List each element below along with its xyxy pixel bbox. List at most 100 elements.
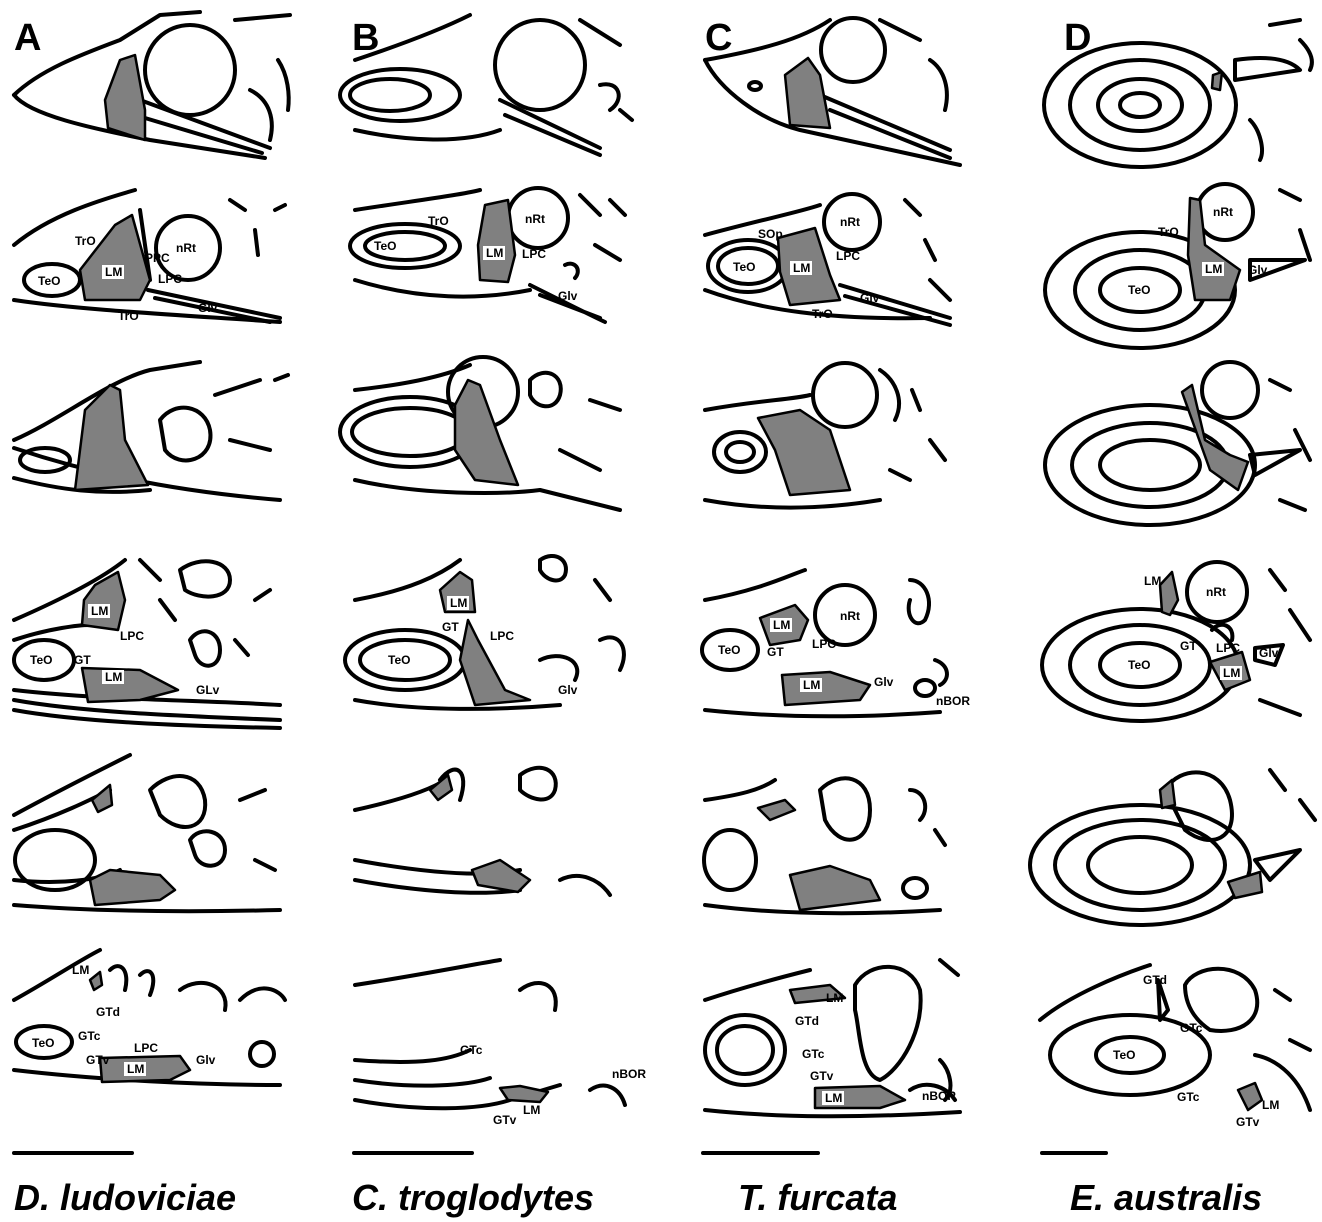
label-a6-lm-top: LM	[72, 963, 89, 977]
section-c-1	[705, 18, 960, 165]
label-a2-tro2: TrO	[118, 309, 139, 323]
label-a4-glv: GLv	[196, 683, 220, 697]
label-a6-gtv: GTv	[86, 1053, 110, 1067]
label-c4-gt: GT	[767, 645, 784, 659]
label-c6-gtv: GTv	[810, 1069, 834, 1083]
label-d6-gtd: GTd	[1143, 973, 1167, 987]
label-c2-tro: TrO	[812, 307, 833, 321]
label-b6-lm: LM	[523, 1103, 540, 1117]
section-d-6: GTd GTc TeO GTc LM GTv	[1040, 965, 1310, 1129]
species-label-d: E. australis	[1070, 1177, 1262, 1218]
column-d: nRt TrO TeO LM Glv LM	[1030, 20, 1315, 1218]
section-b-3	[340, 357, 620, 510]
section-b-2: TrO nRt TeO LM LPC Glv	[350, 188, 625, 322]
label-d4-lm: LM	[1223, 666, 1240, 680]
label-a2-nrt: nRt	[176, 241, 196, 255]
section-c-6: LM GTd GTc GTv LM nBOR	[705, 960, 960, 1116]
label-c6-gtc: GTc	[802, 1047, 825, 1061]
label-a4-lm2: LM	[105, 670, 122, 684]
label-b4-teo: TeO	[388, 653, 410, 667]
label-c6-gtd: GTd	[795, 1014, 819, 1028]
label-d6-lm: LM	[1262, 1098, 1279, 1112]
label-a2-lm: LM	[105, 265, 122, 279]
column-b: TrO nRt TeO LM LPC Glv	[340, 15, 646, 1218]
species-label-a: D. ludoviciae	[14, 1177, 236, 1218]
label-a2-tro: TrO	[75, 234, 96, 248]
section-d-4: LM nRt GT TeO LPC Glv LM	[1042, 562, 1310, 721]
label-a4-lm1: LM	[91, 604, 108, 618]
label-c4-lm2: LM	[803, 678, 820, 692]
label-d6-gtc: GTc	[1180, 1021, 1203, 1035]
section-d-3	[1045, 362, 1310, 525]
label-c4-nbor: nBOR	[936, 694, 970, 708]
section-a-3	[14, 362, 288, 500]
panel-letter-c: C	[705, 17, 732, 59]
label-a6-teo: TeO	[32, 1036, 54, 1050]
label-d6-gtv: GTv	[1236, 1115, 1260, 1129]
label-d4-nrt: nRt	[1206, 585, 1226, 599]
section-a-6: LM GTd GTc TeO GTv LPC LM Glv	[14, 950, 285, 1085]
label-d2-nrt: nRt	[1213, 205, 1233, 219]
species-label-c: T. furcata	[738, 1177, 897, 1218]
section-b-6: GTc nBOR GTv LM	[355, 960, 646, 1127]
column-c: nRt SOp LPC TeO LM Glv TrO	[702, 18, 970, 1218]
label-a6-glv: Glv	[196, 1053, 216, 1067]
label-a2-glv: Glv	[198, 301, 218, 315]
label-d4-glv: Glv	[1259, 646, 1279, 660]
label-b4-glv: Glv	[558, 683, 578, 697]
label-c4-lpc: LPC	[812, 637, 836, 651]
label-a2-lpc: LPC	[158, 272, 182, 286]
label-c6-nbor: nBOR	[922, 1089, 956, 1103]
label-c6-lm: LM	[825, 1091, 842, 1105]
section-c-5	[704, 778, 945, 913]
label-b2-teo: TeO	[374, 239, 396, 253]
section-d-2: nRt TrO TeO LM Glv	[1045, 184, 1310, 348]
label-a6-gtd: GTd	[96, 1005, 120, 1019]
section-b-5	[355, 768, 610, 895]
label-d6-teo: TeO	[1113, 1048, 1135, 1062]
section-d-5	[1030, 770, 1315, 925]
label-a4-lpc: LPC	[120, 629, 144, 643]
label-b4-lm: LM	[450, 596, 467, 610]
label-c4-nrt: nRt	[840, 609, 860, 623]
section-b-4: LM GT LPC TeO Glv	[345, 556, 624, 709]
label-d4-teo: TeO	[1128, 658, 1150, 672]
label-d6-gtc2: GTc	[1177, 1090, 1200, 1104]
label-c2-teo: TeO	[733, 260, 755, 274]
label-c4-teo: TeO	[718, 643, 740, 657]
column-a: LM LPC TeO GT LM GLv	[14, 12, 290, 1218]
label-b2-nrt: nRt	[525, 212, 545, 226]
label-a6-lm: LM	[127, 1062, 144, 1076]
label-b2-lm: LM	[486, 246, 503, 260]
label-b2-tro: TrO	[428, 214, 449, 228]
label-a4-gt: GT	[74, 653, 91, 667]
label-a6-lpc: LPC	[134, 1041, 158, 1055]
label-d4-lpc: LPC	[1216, 641, 1240, 655]
label-a2-teo: TeO	[38, 274, 60, 288]
label-b6-gtc: GTc	[460, 1043, 483, 1057]
label-d2-tro: TrO	[1158, 225, 1179, 239]
label-d2-teo: TeO	[1128, 283, 1150, 297]
label-d4-gt: GT	[1180, 639, 1197, 653]
section-a-4: LM LPC TeO GT LM GLv	[14, 560, 280, 728]
section-b-1	[340, 15, 632, 155]
section-c-4: nRt LM TeO GT LPC LM Glv nBOR	[702, 570, 970, 716]
label-c2-lm: LM	[793, 261, 810, 275]
label-a6-gtc: GTc	[78, 1029, 101, 1043]
label-c2-lpc: LPC	[836, 249, 860, 263]
label-c2-glv: Glv	[860, 291, 880, 305]
species-label-b: C. troglodytes	[352, 1177, 594, 1218]
label-b6-gtv: GTv	[493, 1113, 517, 1127]
section-a-1	[14, 12, 290, 158]
label-d2-lm: LM	[1205, 262, 1222, 276]
label-d2-glv: Glv	[1248, 263, 1268, 277]
label-c4-lm1: LM	[773, 618, 790, 632]
label-b4-gt: GT	[442, 620, 459, 634]
label-b6-nbor: nBOR	[612, 1067, 646, 1081]
section-c-2: nRt SOp LPC TeO LM Glv TrO	[705, 194, 950, 325]
label-d4-lm-top: LM	[1144, 574, 1161, 588]
label-a4-teo: TeO	[30, 653, 52, 667]
section-a-5	[14, 755, 280, 911]
label-c2-nrt: nRt	[840, 215, 860, 229]
